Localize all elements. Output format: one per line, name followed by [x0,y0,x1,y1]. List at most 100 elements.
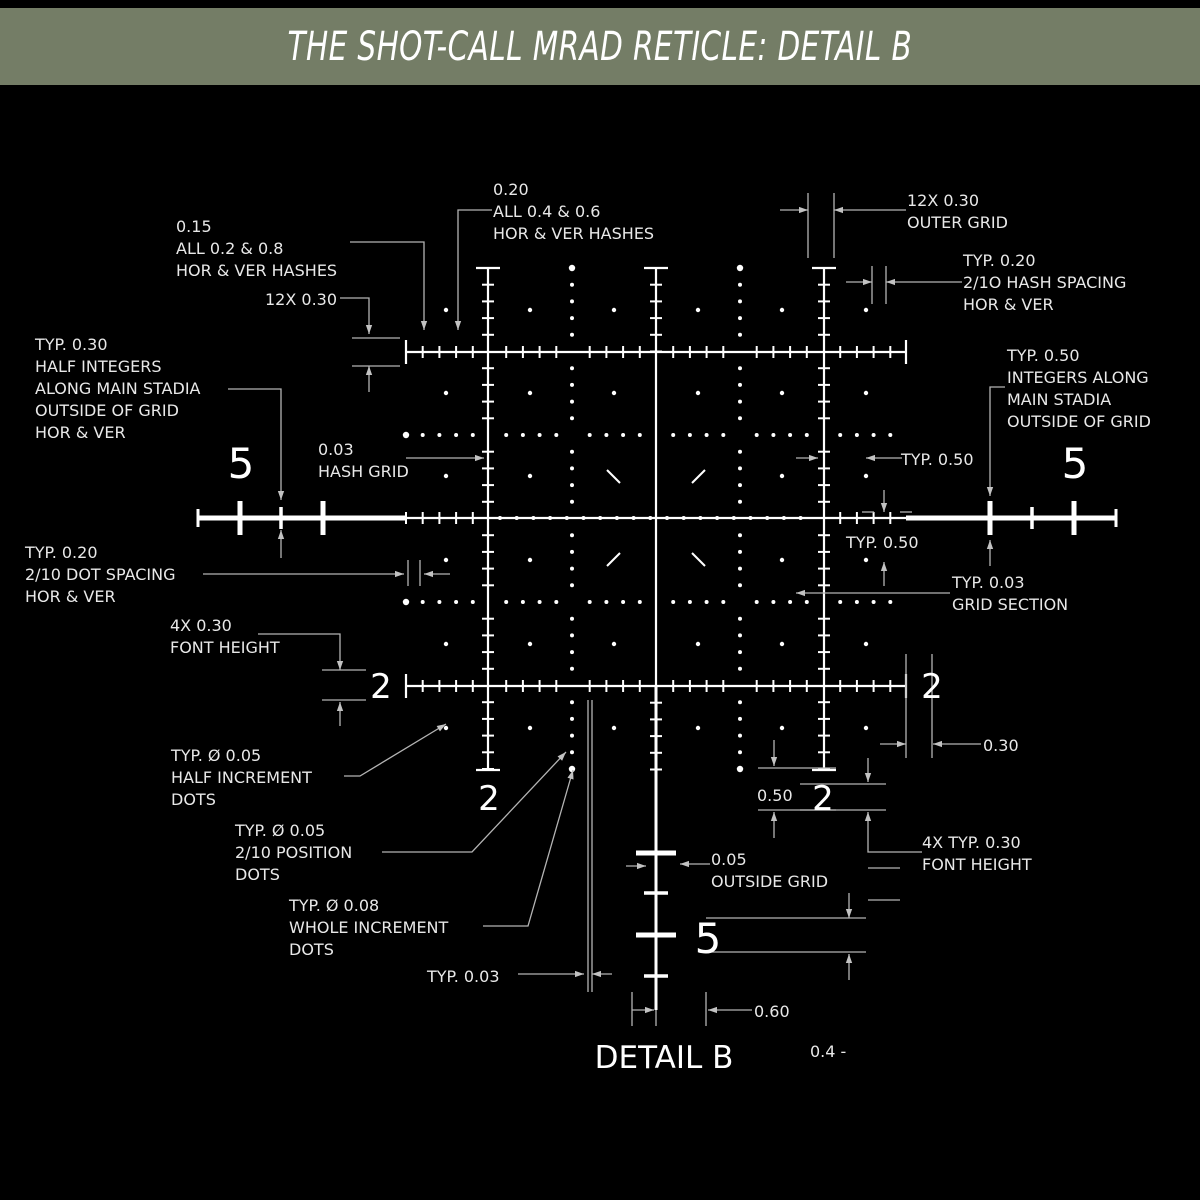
leader-hash-015 [350,241,428,330]
grid-dot [570,483,574,488]
half-increment-dot [443,473,449,479]
grid-dot [570,716,574,721]
half-increment-dot [527,390,533,396]
reticle [196,264,1118,1010]
center-diagonal-mark [691,552,706,567]
grid-dot [537,433,542,437]
grid-dot [681,516,686,520]
grid-dot [570,282,574,287]
grid-dot [587,600,592,604]
annotation-font-height-left: 4X 0.30 FONT HEIGHT [170,616,280,657]
half-increment-dot [443,307,449,313]
half-increment-dot [611,390,617,396]
grid-dot [420,600,425,604]
grid-dot [738,299,742,304]
grid-dot [871,433,876,437]
grid-dot [537,600,542,604]
grid-dot [738,316,742,321]
annotation-typ003-bottom: TYP. 0.03 [426,967,500,986]
leader-font-height-right [864,812,922,853]
leader-position-dots [382,751,567,853]
grid-dot [738,416,742,421]
half-increment-dot [779,390,785,396]
grid-dot [570,549,574,554]
grid-dot [570,332,574,337]
annotation-font-height-right: 4X TYP. 0.30 FONT HEIGHT [922,833,1032,874]
grid-dot [554,600,559,604]
grid-dot [738,533,742,538]
leader-whole-increment [483,769,574,927]
grid-dot [671,433,676,437]
grid-dot [614,516,619,520]
grid-dot [788,600,793,604]
grid-dot [520,600,525,604]
half-increment-dot [527,473,533,479]
grid-dot [504,433,509,437]
grid-dot [570,299,574,304]
half-increment-dot [863,725,869,731]
half-increment-dot [695,725,701,731]
grid-dot [570,566,574,571]
grid-dot [738,700,742,705]
grid-dot [621,600,626,604]
grid-dot [570,633,574,638]
half-increment-dot [779,641,785,647]
annotation-half-increment: TYP. Ø 0.05 HALF INCREMENT DOTS [170,746,317,809]
grid-dot [736,264,744,272]
grid-dot [420,433,425,437]
grid-dot [738,282,742,287]
grid-dot [738,449,742,454]
annotation-typ050-lower: TYP. 0.50 [845,533,919,552]
annotation-060: 0.60 [754,1002,790,1021]
grid-dot [788,433,793,437]
grid-dot [402,431,410,439]
grid-dot [738,399,742,404]
half-increment-dot [779,557,785,563]
annotation-050: 0.50 [757,786,793,805]
grid-dot [715,516,720,520]
half-increment-dot [443,390,449,396]
grid-dot [570,449,574,454]
half-increment-dot [695,307,701,313]
grid-dot [570,316,574,321]
grid-dot [554,433,559,437]
half-increment-dot [779,473,785,479]
grid-dot [738,366,742,371]
grid-dot [631,516,636,520]
leader-integers [986,386,1005,496]
page-footer: 0.4 - [810,1042,846,1061]
half-increment-dot [863,557,869,563]
grid-dot [498,516,502,520]
reticle-number-5-right: 5 [1062,439,1089,488]
annotation-hash-spacing: TYP. 0.20 2/1O HASH SPACING HOR & VER [962,251,1131,314]
grid-dot [854,600,859,604]
annotation-hash-015: 0.15 ALL 0.2 & 0.8 HOR & VER HASHES [176,217,337,280]
grid-dot [570,399,574,404]
grid-dot [621,433,626,437]
half-increment-dot [443,557,449,563]
annotation-left-12x: 12X 0.30 [265,290,337,309]
annotation-hash-grid: 0.03 HASH GRID [318,440,409,481]
annotation-hash-020: 0.20 ALL 0.4 & 0.6 HOR & VER HASHES [493,180,654,243]
grid-dot [671,600,676,604]
grid-dot [738,716,742,721]
half-increment-dot [779,307,785,313]
grid-dot [738,750,742,755]
annotation-position-dots: TYP. Ø 0.05 2/10 POSITION DOTS [234,821,357,884]
annotation-outside-grid: 0.05 OUTSIDE GRID [711,850,828,891]
half-increment-dot [443,725,449,731]
reticle-number-5-bottom: 5 [695,914,722,963]
half-increment-dot [695,390,701,396]
grid-dot [704,600,709,604]
reticle-number-2-bottom-left: 2 [478,779,500,819]
reticle-number-2-right: 2 [921,667,943,707]
grid-dot [637,600,642,604]
grid-dot [648,516,653,520]
grid-dot [437,433,442,437]
annotation-grid-section: TYP. 0.03 GRID SECTION [951,573,1068,614]
half-increment-dot [527,307,533,313]
half-increment-dot [863,307,869,313]
grid-dot [570,666,574,671]
half-increment-dot [863,641,869,647]
grid-dot [568,264,576,272]
